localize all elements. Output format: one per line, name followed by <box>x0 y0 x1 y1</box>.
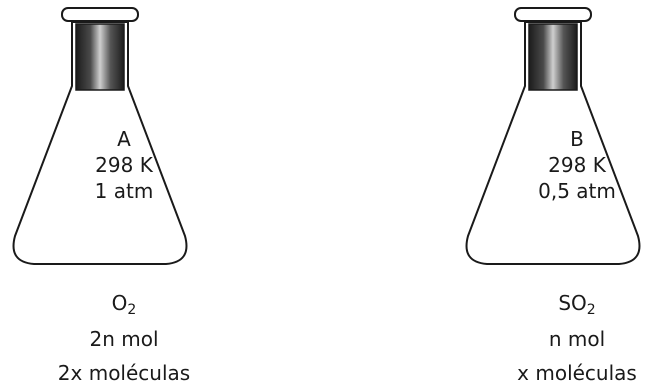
flask-b-label: B <box>570 127 584 151</box>
flask-a: A 298 K 1 atm O2 2n mol 2x moléculas <box>4 0 244 389</box>
flask-b-gas-formula: SO2 <box>457 290 647 318</box>
flask-b-pressure: 0,5 atm <box>538 179 616 203</box>
flask-a-gas-formula: O2 <box>4 290 244 318</box>
flask-b-temperature: 298 K <box>548 153 606 177</box>
flask-a-label: A <box>117 127 131 151</box>
flask-b-gas-symbol: SO <box>558 291 587 315</box>
flask-a-amount: 2n mol <box>89 327 159 351</box>
flask-a-molecules: 2x moléculas <box>57 361 191 385</box>
flask-b: B 298 K 0,5 atm SO2 n mol x moléculas <box>408 0 647 389</box>
flask-a-pressure: 1 atm <box>94 179 154 203</box>
flask-a-gas-subscript: 2 <box>127 302 137 318</box>
flask-a-temperature: 298 K <box>95 153 153 177</box>
flask-b-amount: n mol <box>548 327 606 351</box>
erlenmeyer-flask-icon <box>465 7 641 265</box>
erlenmeyer-flask-icon <box>12 7 188 265</box>
flask-b-molecules: x moléculas <box>517 361 637 385</box>
flask-a-gas-symbol: O <box>111 291 128 315</box>
flask-b-gas-subscript: 2 <box>586 302 596 318</box>
